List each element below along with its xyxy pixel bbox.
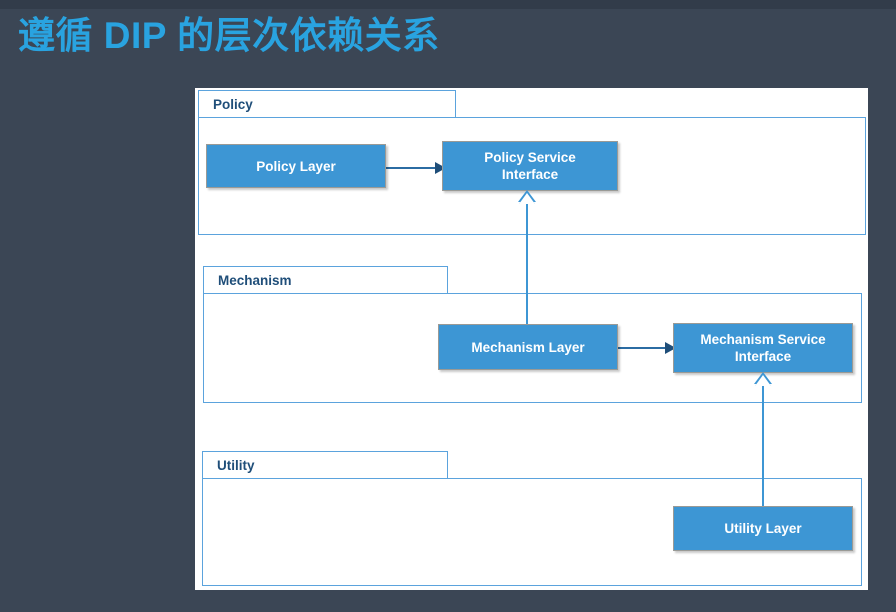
node-policy-layer[interactable]: Policy Layer: [206, 144, 386, 188]
node-mechanism-layer-label: Mechanism Layer: [471, 339, 585, 355]
node-policy-service-line1: Policy Service: [484, 150, 576, 165]
node-policy-layer-label: Policy Layer: [256, 158, 336, 174]
edge-mechanism-to-policy-service-line: [526, 202, 528, 349]
arrowhead-realization-policy: [519, 192, 535, 204]
node-mechanism-service-line2: Interface: [734, 349, 792, 364]
package-policy-tab: Policy: [198, 90, 456, 118]
node-mechanism-service-line1: Mechanism Service: [700, 332, 826, 347]
node-mechanism-service-interface[interactable]: Mechanism Service Interface: [673, 323, 853, 373]
edge-policy-layer-to-policy-service: [386, 167, 441, 169]
package-utility-tab: Utility: [202, 451, 448, 479]
node-utility-layer-label: Utility Layer: [724, 521, 802, 536]
package-policy-label: Policy: [213, 96, 253, 112]
arrowhead-policy-dependency: [435, 162, 446, 174]
package-utility-label: Utility: [217, 457, 255, 473]
arrowhead-realization-mechanism: [755, 374, 771, 386]
arrowhead-mechanism-dependency: [665, 342, 676, 354]
package-mechanism-tab: Mechanism: [203, 266, 448, 294]
node-policy-service-line2: Interface: [501, 167, 559, 182]
package-mechanism-label: Mechanism: [218, 272, 292, 288]
node-utility-layer[interactable]: Utility Layer: [673, 506, 853, 551]
node-policy-service-interface[interactable]: Policy Service Interface: [442, 141, 618, 191]
top-band: [0, 0, 896, 9]
node-mechanism-layer[interactable]: Mechanism Layer: [438, 324, 618, 370]
diagram-canvas: Policy Policy Layer Policy Service Inter…: [195, 88, 868, 590]
edge-mechanism-layer-to-mechanism-service: [618, 347, 670, 349]
edge-utility-to-mechanism-service-line: [762, 384, 764, 507]
page-title: 遵循 DIP 的层次依赖关系: [18, 15, 440, 56]
